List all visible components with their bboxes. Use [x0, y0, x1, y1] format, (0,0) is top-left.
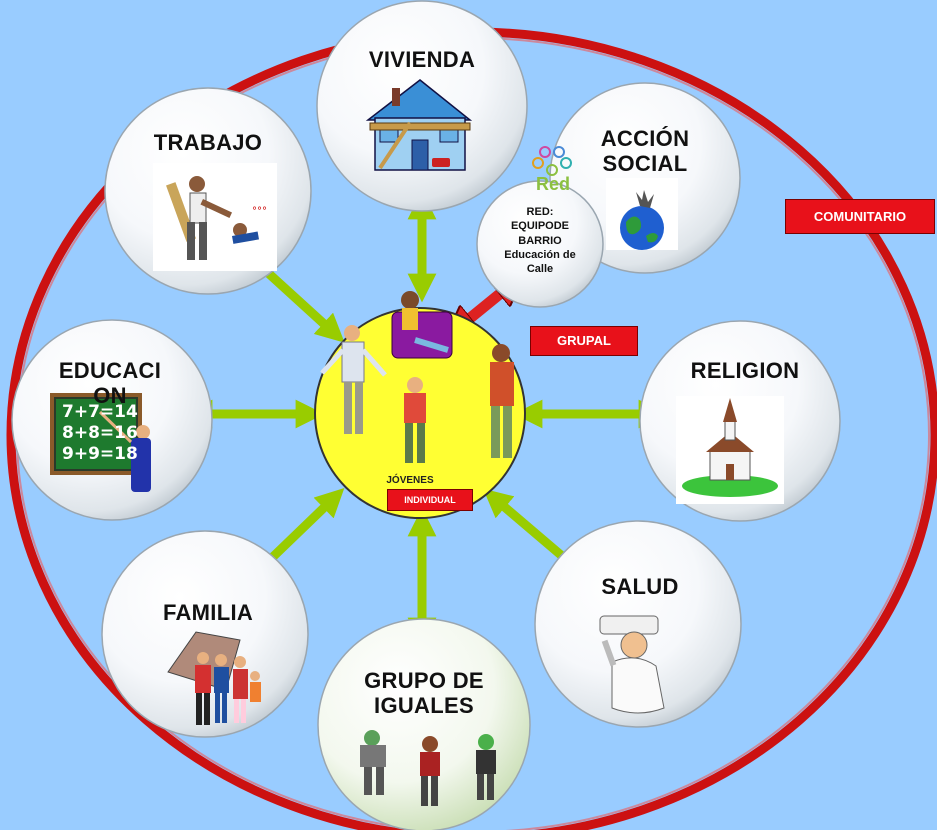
node-title-grupo-iguales: GRUPO DE IGUALES: [364, 668, 484, 719]
bubble-red: [476, 180, 604, 308]
group-tag: GRUPAL: [530, 326, 638, 356]
house-illustration: [365, 79, 473, 171]
red-logo-text: Red: [535, 174, 570, 194]
equation-3: 9+9=18: [62, 444, 138, 464]
nurse-illustration: [599, 615, 665, 714]
node-title-trabajo: TRABAJO: [153, 130, 263, 155]
chalkboard-illustration: [50, 393, 151, 492]
node-title-vivienda: VIVIENDA: [368, 47, 476, 72]
peers-illustration: [360, 730, 496, 806]
worker-illustration: °°°: [153, 163, 277, 271]
center-label: JÓVENES: [386, 475, 434, 486]
community-tag: COMUNITARIO: [785, 199, 935, 234]
equation-2: 8+8=16: [62, 423, 138, 443]
node-title-familia: FAMILIA: [162, 600, 254, 625]
youth-illustration: [320, 291, 514, 463]
individual-tag: INDIVIDUAL: [387, 489, 473, 511]
red-logo: [532, 146, 572, 176]
equation-1: 7+7=14: [62, 402, 138, 422]
node-title-educacion: EDUCACI ON: [58, 358, 162, 409]
node-title-accion-social: ACCIÓN SOCIAL: [600, 126, 690, 177]
church-illustration: [676, 396, 784, 504]
chalkboard-text: 7+7=14 8+8=16 9+9=18: [62, 402, 138, 465]
node-title-salud: SALUD: [601, 574, 679, 599]
red-note: RED: EQUIPODE BARRIO Educación de Calle: [504, 206, 576, 276]
node-title-religion: RELIGION: [690, 358, 800, 383]
family-illustration: [167, 631, 261, 725]
svg-text:°°°: °°°: [252, 206, 267, 217]
globe-illustration: [606, 178, 678, 250]
